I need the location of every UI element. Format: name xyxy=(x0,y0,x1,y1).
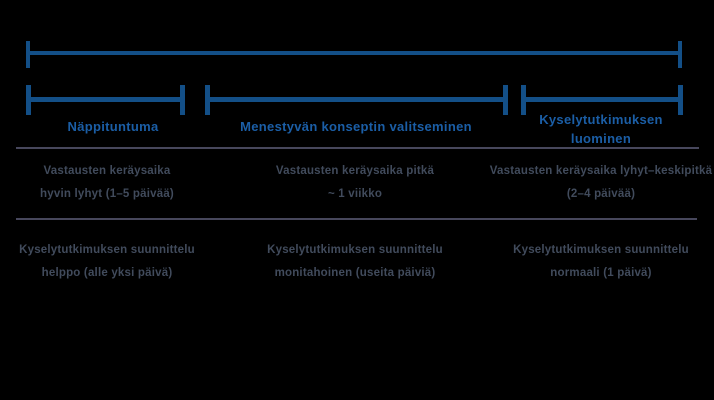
phase-label-konseptin-valitseminen: Menestyvän konseptin valitseminen xyxy=(240,119,472,134)
cell-line: monitahoinen (useita päiviä) xyxy=(274,267,436,279)
cell-line: hyvin lyhyt (1–5 päivää) xyxy=(40,188,174,200)
cell-collection-time-phase1: Vastausten keräysaika hyvin lyhyt (1–5 p… xyxy=(0,164,252,210)
phase-label-nappituntuma: Näppituntuma xyxy=(67,119,159,134)
row-divider-top xyxy=(16,147,699,149)
phase-label-kyselytutkimuksen-luominen: Kyselytutkimuksen luominen xyxy=(539,112,663,146)
cell-line: Vastausten keräysaika pitkä xyxy=(275,165,435,177)
bracket-line xyxy=(521,97,683,102)
cell-survey-design-phase1: Kyselytutkimuksen suunnittelu helppo (al… xyxy=(0,243,252,289)
cell-line: normaali (1 päivä) xyxy=(550,267,652,279)
overall-timeline-bracket xyxy=(26,41,682,68)
bracket-tick-right xyxy=(678,41,682,68)
bracket-line xyxy=(26,51,682,55)
bracket-tick-right xyxy=(180,85,185,115)
cell-line: Kyselytutkimuksen suunnittelu xyxy=(513,244,689,256)
cell-survey-design-phase3: Kyselytutkimuksen suunnittelu normaali (… xyxy=(456,243,714,289)
cell-line: (2–4 päivää) xyxy=(566,188,636,200)
cell-line: ~ 1 viikko xyxy=(327,188,383,200)
cell-collection-time-phase2: Vastausten keräysaika pitkä ~ 1 viikko xyxy=(210,164,500,210)
cell-survey-design-phase2: Kyselytutkimuksen suunnittelu monitahoin… xyxy=(210,243,500,289)
cell-line: helppo (alle yksi päivä) xyxy=(41,267,173,279)
cell-line: Vastausten keräysaika xyxy=(43,165,171,177)
cell-collection-time-phase3: Vastausten keräysaika lyhyt–keskipitkä (… xyxy=(456,164,714,210)
row-divider-bottom xyxy=(16,218,697,220)
cell-line: Kyselytutkimuksen suunnittelu xyxy=(267,244,443,256)
bracket-tick-right xyxy=(678,85,683,115)
phase-bracket-konseptin-valitseminen xyxy=(205,85,508,115)
bracket-line xyxy=(26,97,185,102)
phase-bracket-kyselytutkimuksen-luominen xyxy=(521,85,683,115)
cell-line: Vastausten keräysaika lyhyt–keskipitkä xyxy=(489,165,713,177)
cell-line: Kyselytutkimuksen suunnittelu xyxy=(19,244,195,256)
bracket-line xyxy=(205,97,508,102)
bracket-tick-right xyxy=(503,85,508,115)
phase-bracket-nappituntuma xyxy=(26,85,185,115)
